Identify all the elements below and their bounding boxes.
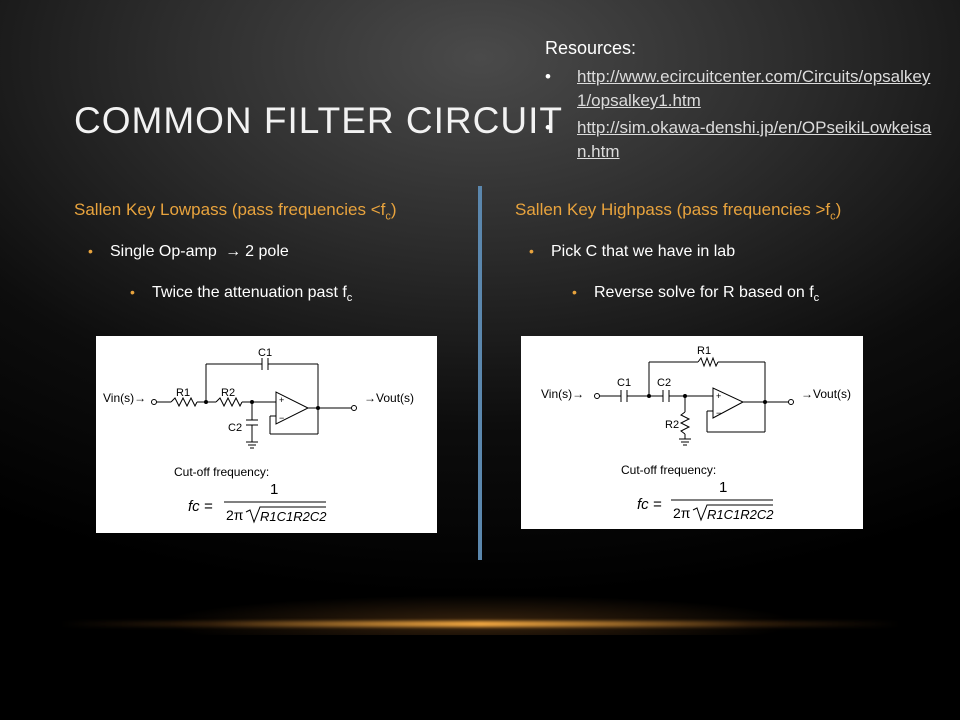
resources-heading: Resources: <box>545 38 637 58</box>
highpass-bullet-2-sub: c <box>813 292 820 305</box>
lowpass-heading: Sallen Key Lowpass (pass frequencies <fc… <box>74 200 397 222</box>
lowpass-bullet-1-tail: 2 pole <box>245 243 289 260</box>
resource-link-okawa[interactable]: http://sim.okawa-denshi.jp/en/OPseikiLow… <box>577 118 932 161</box>
lowpass-bullet-2-text: Twice the attenuation past f <box>152 284 347 301</box>
bullet-icon: • <box>572 284 577 300</box>
arrow-right-icon: → <box>225 243 242 260</box>
resource-item: • http://www.ecircuitcenter.com/Circuits… <box>545 65 935 113</box>
highpass-bullet-1: • Pick C that we have in lab <box>529 243 735 261</box>
highpass-schematic: Vin(s)→ →Vout(s) C1 C2 R1 R2 + − Cut-off… <box>541 345 851 522</box>
c2-label: C2 <box>228 422 242 434</box>
two-pi-label: 2π <box>673 505 691 521</box>
c1-label: C1 <box>258 347 272 359</box>
c2-label: C2 <box>657 377 671 389</box>
fraction-numerator: 1 <box>719 479 727 496</box>
slide-title: COMMON FILTER CIRCUIT <box>74 100 563 141</box>
floor-glow-line <box>60 621 900 627</box>
resources-box: Resources: • http://www.ecircuitcenter.c… <box>545 38 935 167</box>
bullet-icon: • <box>545 67 551 86</box>
c1-label: C1 <box>617 377 631 389</box>
r2-label: R2 <box>665 419 679 431</box>
floor-glow-haze <box>160 595 800 635</box>
bullet-icon: • <box>88 243 93 259</box>
radicand-label: R1C1R2C2 <box>707 507 774 522</box>
vout-label: →Vout(s) <box>801 387 851 401</box>
vin-label: Vin(s)→ <box>541 387 584 401</box>
bullet-icon: • <box>130 284 135 300</box>
r1-label: R1 <box>176 387 190 399</box>
bullet-icon: • <box>529 243 534 259</box>
highpass-heading-end: ) <box>835 200 842 219</box>
lowpass-heading-text: Sallen Key Lowpass (pass frequencies <f <box>74 200 386 219</box>
highpass-bullet-1-text: Pick C that we have in lab <box>551 243 736 260</box>
r2-label: R2 <box>221 387 235 399</box>
lowpass-schematic: Vin(s)→ →Vout(s) R1 R2 C1 C2 + − Cut-off… <box>103 347 414 524</box>
opamp-plus-label: + <box>279 395 284 405</box>
highpass-heading-text: Sallen Key Highpass (pass frequencies >f <box>515 200 831 219</box>
two-pi-label: 2π <box>226 507 244 523</box>
lowpass-bullet-2-sub: c <box>346 292 353 305</box>
fc-label: fc = <box>637 496 662 513</box>
cutoff-label: Cut-off frequency: <box>621 463 716 477</box>
lowpass-bullet-2: • Twice the attenuation past fc <box>130 284 352 304</box>
fraction-numerator: 1 <box>270 481 278 498</box>
bullet-icon: • <box>545 118 551 137</box>
fc-label: fc = <box>188 498 213 515</box>
lowpass-circuit-image: Vin(s)→ →Vout(s) R1 R2 C1 C2 + − Cut-off… <box>96 336 437 533</box>
highpass-circuit-image: Vin(s)→ →Vout(s) C1 C2 R1 R2 + − Cut-off… <box>521 336 863 529</box>
vout-label: →Vout(s) <box>364 391 414 405</box>
highpass-heading-sub: c <box>830 210 836 223</box>
resource-link-ecircuitcenter[interactable]: http://www.ecircuitcenter.com/Circuits/o… <box>577 67 931 110</box>
resources-list: • http://www.ecircuitcenter.com/Circuits… <box>545 65 935 164</box>
column-divider <box>478 186 482 560</box>
cutoff-label: Cut-off frequency: <box>174 465 269 479</box>
r1-label: R1 <box>697 345 711 357</box>
highpass-heading: Sallen Key Highpass (pass frequencies >f… <box>515 200 841 222</box>
opamp-minus-label: − <box>279 413 284 423</box>
opamp-minus-label: − <box>716 408 721 418</box>
lowpass-heading-end: ) <box>390 200 397 219</box>
lowpass-heading-sub: c <box>385 210 391 223</box>
lowpass-bullet-1-text: Single Op-amp <box>110 243 217 260</box>
highpass-bullet-2-text: Reverse solve for R based on f <box>594 284 814 301</box>
resource-item: • http://sim.okawa-denshi.jp/en/OPseikiL… <box>545 116 935 164</box>
opamp-plus-label: + <box>716 391 721 401</box>
lowpass-bullet-1: • Single Op-amp →2 pole <box>88 243 289 261</box>
radicand-label: R1C1R2C2 <box>260 509 327 524</box>
highpass-bullet-2: • Reverse solve for R based on fc <box>572 284 819 304</box>
vin-label: Vin(s)→ <box>103 391 146 405</box>
